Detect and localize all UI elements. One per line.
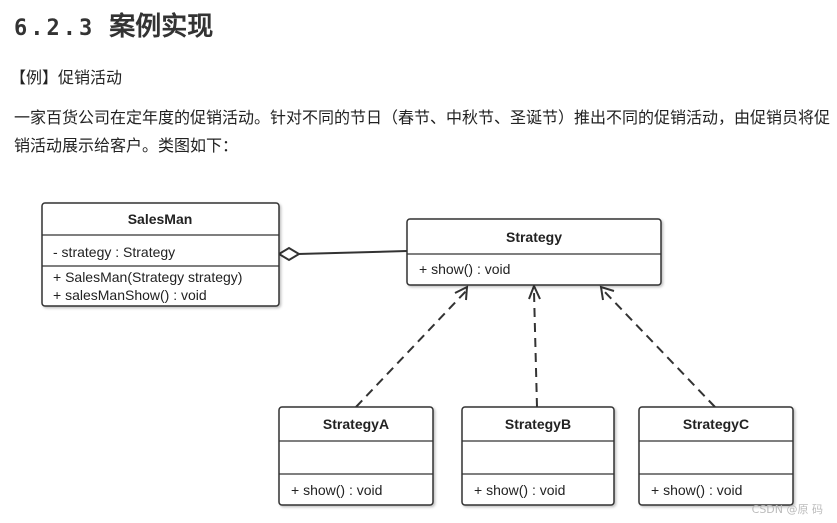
aggregation-diamond (277, 246, 301, 262)
class-strategy-b: StrategyB + show() : void (461, 406, 615, 506)
class-method: + show() : void (651, 482, 742, 498)
realization-a-line (355, 290, 467, 408)
class-attribute: - strategy : Strategy (53, 244, 175, 260)
realization-b-arrowhead (528, 283, 541, 300)
class-salesman: SalesMan - strategy : Strategy + SalesMa… (41, 202, 280, 307)
class-strategy-c: StrategyC + show() : void (638, 406, 794, 506)
section-heading: 6.2.3 案例实现 (14, 6, 213, 43)
realization-a-arrowhead (454, 285, 469, 301)
description-paragraph: 一家百货公司在定年度的促销活动。针对不同的节日（春节、中秋节、圣诞节）推出不同的… (14, 108, 831, 155)
class-method: + salesManShow() : void (53, 287, 207, 303)
class-name: StrategyC (683, 416, 749, 432)
watermark: CSDN @原 码 (751, 503, 823, 516)
aggregation-line (297, 250, 408, 255)
class-method: + show() : void (419, 261, 510, 277)
class-name: Strategy (506, 229, 562, 245)
section-number: 6.2.3 (14, 16, 96, 41)
example-label: 【例】促销活动 (10, 68, 123, 87)
class-method: + SalesMan(Strategy strategy) (53, 269, 242, 285)
class-strategy: Strategy + show() : void (406, 218, 662, 286)
class-name: SalesMan (128, 211, 193, 227)
realization-b-line (533, 291, 538, 408)
realization-c-arrowhead (599, 285, 615, 301)
section-title: 案例实现 (109, 12, 214, 42)
class-strategy-a: StrategyA + show() : void (278, 406, 434, 506)
relations (277, 246, 716, 408)
class-method: + show() : void (291, 482, 382, 498)
class-name: StrategyA (323, 416, 389, 432)
realization-c-line (602, 289, 716, 408)
class-name: StrategyB (505, 416, 571, 432)
class-method: + show() : void (474, 482, 565, 498)
